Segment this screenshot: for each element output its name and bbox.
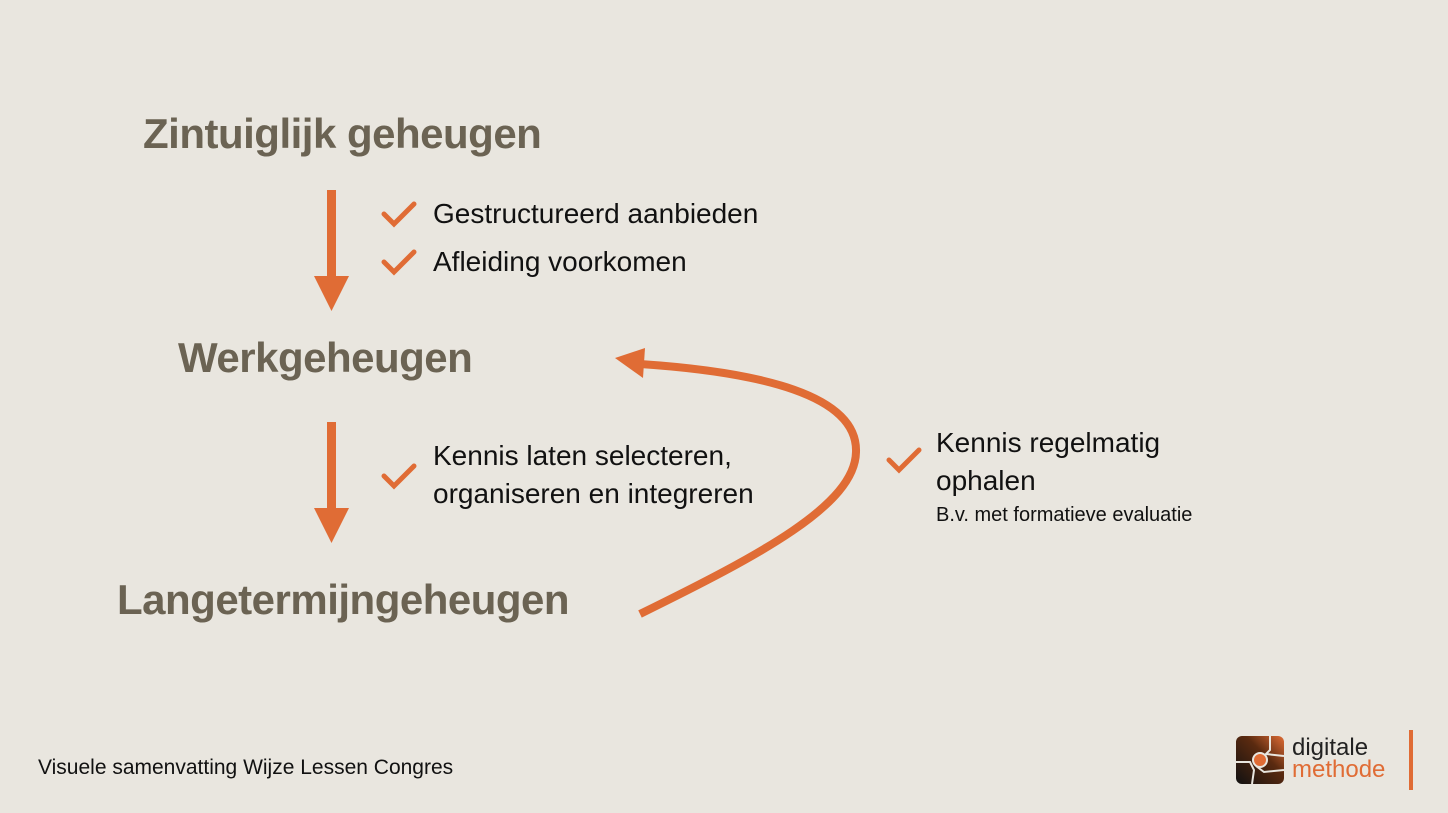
checkmark-icon — [381, 463, 417, 490]
stage-long-term-memory: Langetermijngeheugen — [117, 576, 570, 623]
logo-mark-icon — [1236, 736, 1284, 784]
tip-line-1: Kennis laten selecteren, — [433, 440, 732, 471]
tip-regular-retrieval: Kennis regelmatig ophalen — [936, 424, 1160, 500]
down-arrow-icon — [314, 190, 349, 311]
tip-structured-presentation: Gestructureerd aanbieden — [433, 198, 759, 229]
tip-line-1: Kennis regelmatig — [936, 427, 1161, 458]
logo-word-digitale: digitale — [1292, 734, 1369, 761]
tip-select-organize-integrate: Kennis laten selecteren, organiseren en … — [433, 437, 754, 513]
checkmark-icon — [381, 249, 417, 276]
checkmark-icon — [886, 447, 922, 474]
footer-caption: Visuele samenvatting Wijze Lessen Congre… — [38, 756, 454, 779]
tip-line-2: organiseren en integreren — [433, 478, 754, 509]
logo-divider — [1409, 730, 1413, 790]
logo: digitale methode — [1236, 730, 1416, 790]
tip-prevent-distraction: Afleiding voorkomen — [433, 246, 687, 277]
down-arrow-icon — [314, 422, 349, 543]
stage-working-memory: Werkgeheugen — [178, 334, 473, 381]
tip-retrieval-note: B.v. met formatieve evaluatie — [936, 504, 1193, 526]
stage-sensory-memory: Zintuiglijk geheugen — [143, 110, 542, 157]
checkmark-icon — [381, 201, 417, 228]
tip-line-2: ophalen — [936, 465, 1036, 496]
retrieval-curved-arrow-icon — [615, 348, 861, 618]
logo-word-methode: methode — [1292, 756, 1386, 783]
